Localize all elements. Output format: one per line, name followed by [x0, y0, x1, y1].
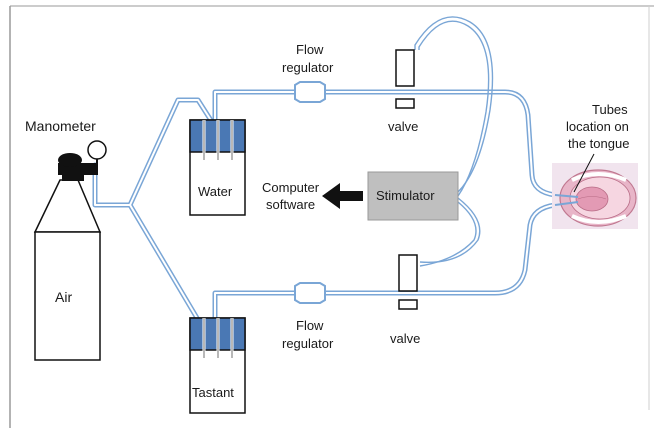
air-label: Air	[55, 289, 72, 305]
tongue-label-3: the tongue	[568, 136, 629, 151]
control-wires	[414, 16, 494, 267]
tongue-label-1: Tubes	[592, 102, 628, 117]
valve-top	[395, 49, 415, 109]
tubing	[92, 89, 558, 321]
air-cylinder	[33, 153, 102, 361]
manometer-label: Manometer	[25, 118, 96, 134]
computer-label-1: Computer	[262, 180, 320, 195]
valve-top-label: valve	[388, 119, 418, 134]
frame	[9, 5, 654, 428]
computer-label-2: software	[266, 197, 315, 212]
flow-regulator-top-label-1: Flow	[296, 42, 324, 57]
flow-regulator-bottom-label-2: regulator	[282, 336, 334, 351]
flow-regulator-bottom	[294, 282, 326, 304]
tastant-bottle	[189, 317, 246, 414]
stimulator-label: Stimulator	[376, 188, 435, 203]
tastant-label: Tastant	[192, 385, 234, 400]
flow-regulator-bottom-label-1: Flow	[296, 318, 324, 333]
valve-bottom	[398, 254, 418, 310]
valve-bottom-label: valve	[390, 331, 420, 346]
water-label: Water	[198, 184, 233, 199]
stimulator-box	[367, 171, 459, 221]
water-bottle	[189, 119, 246, 216]
mouth-tongue	[552, 163, 638, 229]
tongue-label-2: location on	[566, 119, 629, 134]
arrow-left-icon	[322, 183, 363, 209]
manometer-gauge	[87, 140, 107, 165]
tongue-pointer	[573, 153, 595, 193]
flow-regulator-top	[294, 81, 326, 103]
flow-regulator-top-label-2: regulator	[282, 60, 334, 75]
